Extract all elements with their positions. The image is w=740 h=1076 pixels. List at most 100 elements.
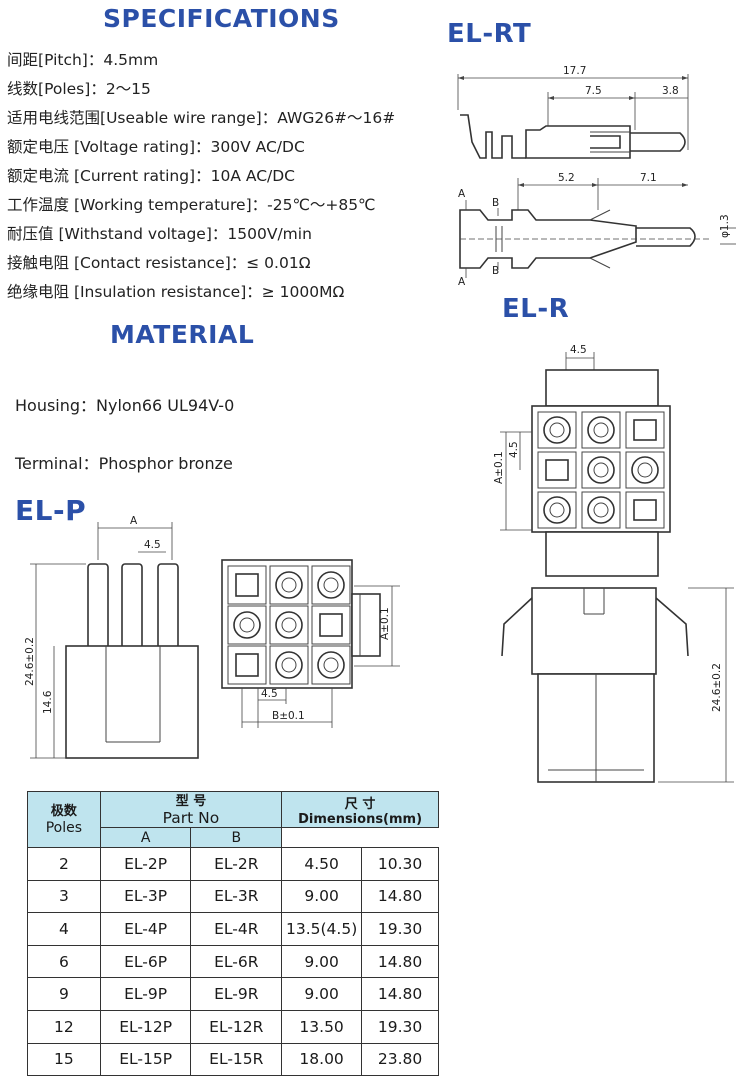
section-b-top: B [492,197,499,209]
elp-cavities [227,565,351,685]
cell-dim-a: 9.00 [281,879,363,914]
cell-dim-a: 13.5(4.5) [281,912,363,946]
cell-dim-b: 19.30 [361,912,439,946]
spec-pitch: 间距[Pitch]：4.5mm [7,46,395,75]
spec-label-cn: 线数 [7,80,39,98]
cell-part-r: EL-6R [190,944,283,979]
cell-poles: 6 [27,944,101,979]
spec-poles: 线数[Poles]：2～15 [7,75,395,104]
elp-plug-drawing: A 4.5 24.6±0.2 14.6 A±0.1 4.5 B±0.1 [24,515,400,759]
cell-poles: 12 [27,1009,101,1044]
dim-body: 7.1 [640,172,657,184]
section-a-bottom: A [458,276,466,288]
cell-dim-a: 9.00 [281,977,363,1011]
cell-part-r: EL-15R [190,1042,283,1076]
spec-value: ：300V AC/DC [195,138,305,156]
spec-withstand: 耐压值 [Withstand voltage]：1500V/min [7,220,395,249]
cell-dim-b: 10.30 [361,847,439,881]
elr-dim-pitch-h: 4.5 [570,344,587,356]
spec-voltage: 额定电压 [Voltage rating]：300V AC/DC [7,133,395,162]
spec-value: ：-25℃～+85℃ [251,196,376,214]
cell-poles: 2 [27,847,101,881]
cell-dim-a: 13.50 [281,1009,363,1044]
cell-dim-b: 23.80 [361,1042,439,1076]
cell-dim-b: 19.30 [361,1009,439,1044]
spec-label-en: [Pitch] [38,51,88,69]
elr-title: EL-R [502,294,570,324]
spec-wire-range: 适用电线范围[Useable wire range]：AWG26#～16# [7,104,395,133]
cell-part-p: EL-2P [99,847,192,881]
spec-label-en: [Contact resistance] [69,254,231,272]
cell-poles: 3 [27,879,101,914]
section-b-bottom: B [492,265,499,277]
elr-receptacle-drawing: 4.5 A±0.1 4.5 24.6±0.2 [493,344,734,783]
cell-part-p: EL-6P [99,944,192,979]
elp-dim-b-tol: B±0.1 [272,710,305,722]
cell-part-p: EL-15P [99,1042,192,1076]
table-row: 3 EL-3P EL-3R 9.00 14.80 [27,879,439,914]
spec-value: ：1500V/min [211,225,312,243]
table-row: 6 EL-6P EL-6R 9.00 14.80 [27,944,439,979]
cell-part-p: EL-9P [99,977,192,1011]
housing-material: Housing：Nylon66 UL94V-0 [15,396,235,415]
elrt-title: EL-RT [447,19,532,49]
spec-value: ：2～15 [90,80,151,98]
cell-dim-a: 9.00 [281,944,363,979]
cell-poles: 9 [27,977,101,1011]
cell-part-r: EL-12R [190,1009,283,1044]
spec-label-cn: 工作温度 [7,196,70,214]
table-row: 9 EL-9P EL-9R 9.00 14.80 [27,977,439,1011]
cell-dim-a: 4.50 [281,847,363,881]
cell-dim-b: 14.80 [361,944,439,979]
spec-insulation: 绝缘电阻 [Insulation resistance]：≥ 1000MΩ [7,278,395,307]
header-dimensions: 尺 寸 Dimensions(mm) [281,791,439,828]
dim-pin-diameter: φ1.3 [719,214,731,238]
spec-value: ：≤ 0.01Ω [230,254,311,272]
elr-dim-pitch-v: 4.5 [508,441,520,458]
elp-dim-a-tol: A±0.1 [379,607,391,640]
elrt-terminal-drawing: 17.7 7.5 3.8 5.2 7.1 φ1.3 A A B B [457,65,736,288]
elp-title: EL-P [15,494,87,527]
table-row: 15 EL-15P EL-15R 18.00 23.80 [27,1042,439,1076]
elp-dim-pitch: 4.5 [144,539,161,551]
spec-label-en: [Useable wire range] [100,109,262,127]
section-a-top: A [458,188,466,200]
table-row: 2 EL-2P EL-2R 4.50 10.30 [27,847,439,881]
spec-contact: 接触电阻 [Contact resistance]：≤ 0.01Ω [7,249,395,278]
elp-dim-height: 24.6±0.2 [24,637,36,686]
cell-part-p: EL-3P [99,879,192,914]
header-col-a: A [99,827,192,848]
spec-value: ：10A AC/DC [195,167,295,185]
cell-poles: 15 [27,1042,101,1076]
specifications-title: SPECIFICATIONS [103,4,340,33]
spec-label-en: [Current rating] [69,167,196,185]
spec-label-cn: 耐压值 [7,225,54,243]
terminal-material: Terminal：Phosphor bronze [15,454,233,473]
spec-label-cn: 间距 [7,51,39,69]
dim-total: 17.7 [563,65,586,77]
elr-cavities [537,411,665,529]
cell-part-p: EL-12P [99,1009,192,1044]
cell-part-r: EL-9R [190,977,283,1011]
spec-value: ：4.5mm [87,51,159,69]
spec-label-en: [Poles] [38,80,91,98]
spec-value: ：≥ 1000MΩ [246,283,345,301]
cell-part-p: EL-4P [99,912,192,946]
dim-mid: 7.5 [585,85,602,97]
cell-poles: 4 [27,912,101,946]
dim-crimp: 5.2 [558,172,575,184]
spec-label-cn: 适用电线范围 [7,109,101,127]
spec-label-en: [Withstand voltage] [53,225,212,243]
cell-dim-b: 14.80 [361,879,439,914]
material-title: MATERIAL [110,320,255,349]
spec-list: 间距[Pitch]：4.5mm 线数[Poles]：2～15 适用电线范围[Us… [7,46,395,307]
spec-label-en: [Insulation resistance] [69,283,247,301]
table-row: 12 EL-12P EL-12R 13.50 19.30 [27,1009,439,1044]
header-col-b: B [190,827,283,848]
cell-part-r: EL-3R [190,879,283,914]
spec-current: 额定电流 [Current rating]：10A AC/DC [7,162,395,191]
spec-value: ：AWG26#～16# [261,109,396,127]
